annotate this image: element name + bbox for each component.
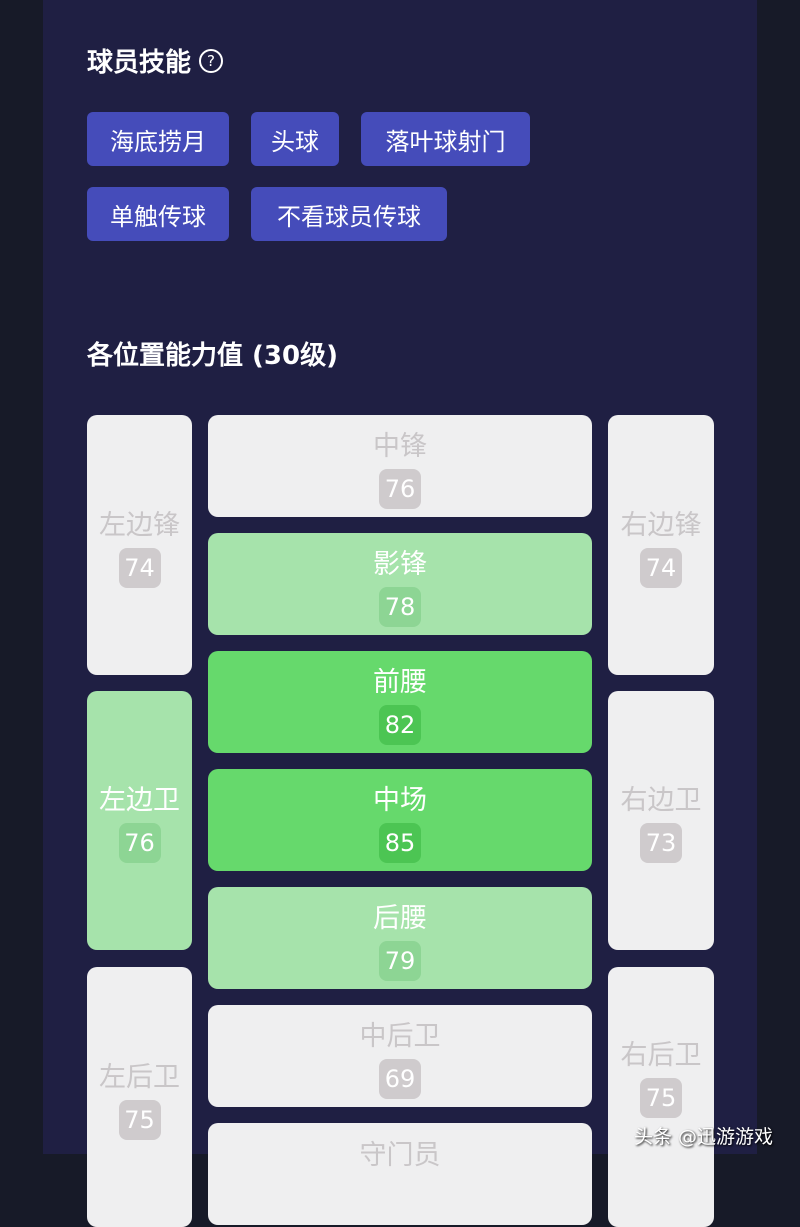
- skill-tag[interactable]: 头球: [251, 112, 339, 166]
- position-rating-badge: 78: [379, 586, 421, 627]
- position-rating-badge: 76: [118, 823, 161, 863]
- position-rating-badge: 69: [379, 1058, 421, 1099]
- position-card[interactable]: 右边卫 73: [608, 691, 714, 950]
- question-circle-icon[interactable]: ?: [199, 48, 224, 73]
- position-card[interactable]: 中场 85: [208, 769, 592, 871]
- position-rating-badge: 79: [379, 940, 421, 981]
- position-card[interactable]: 影锋 78: [208, 533, 592, 635]
- position-card[interactable]: 中后卫 69: [208, 1005, 592, 1107]
- position-name: 后腰: [373, 902, 427, 934]
- position-card[interactable]: 左边锋 74: [87, 415, 192, 675]
- position-rating-badge: 85: [379, 822, 421, 863]
- skills-heading: 球员技能?: [87, 42, 224, 79]
- position-name: 中场: [373, 784, 427, 816]
- watermark: 头条 @迅游游戏: [634, 1126, 774, 1148]
- positions-title: 各位置能力值 (30级): [87, 341, 338, 371]
- position-rating-badge: 76: [379, 468, 421, 509]
- position-rating-badge: 75: [118, 1099, 161, 1140]
- position-card[interactable]: 左边卫 76: [87, 691, 192, 950]
- position-name: 右后卫: [620, 1040, 702, 1071]
- position-name: 影锋: [373, 548, 427, 580]
- position-card[interactable]: 守门员: [208, 1123, 592, 1225]
- skill-tag[interactable]: 单触传球: [87, 187, 229, 241]
- position-rating-badge: 82: [379, 704, 421, 745]
- position-name: 左边锋: [99, 509, 180, 541]
- position-rating-badge: 73: [640, 823, 682, 863]
- position-rating-badge: 75: [640, 1078, 682, 1118]
- position-name: 右边卫: [620, 785, 702, 816]
- position-name: 右边锋: [620, 509, 702, 541]
- position-card[interactable]: 右边锋 74: [608, 415, 714, 675]
- position-rating-badge: 74: [640, 547, 682, 588]
- position-name: 守门员: [359, 1140, 441, 1171]
- position-name: 前腰: [373, 666, 427, 698]
- position-card[interactable]: 前腰 82: [208, 651, 592, 753]
- skill-tag[interactable]: 落叶球射门: [361, 112, 530, 166]
- position-name: 中后卫: [359, 1020, 441, 1052]
- skills-title: 球员技能: [87, 48, 192, 78]
- skill-tag[interactable]: 海底捞月: [87, 112, 229, 166]
- position-card[interactable]: 中锋 76: [208, 415, 592, 517]
- position-card[interactable]: 右后卫 75: [608, 967, 714, 1227]
- position-name: 左后卫: [99, 1061, 180, 1093]
- position-card[interactable]: 后腰 79: [208, 887, 592, 989]
- position-card[interactable]: 左后卫 75: [87, 967, 192, 1227]
- skill-tag[interactable]: 不看球员传球: [251, 187, 447, 241]
- position-name: 中锋: [373, 430, 427, 462]
- position-name: 左边卫: [99, 785, 180, 816]
- position-rating-badge: 74: [118, 547, 161, 588]
